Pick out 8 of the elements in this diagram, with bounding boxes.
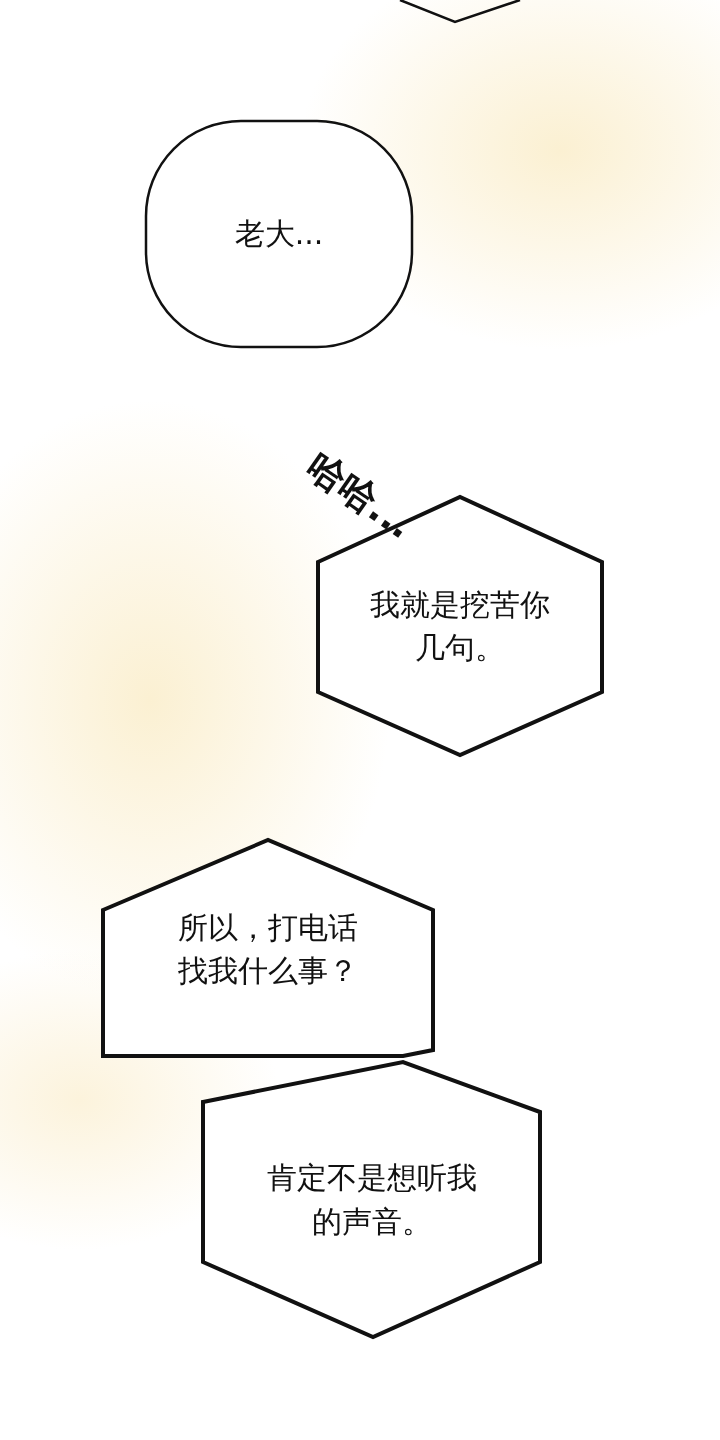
- dialogue-text: 老大...: [233, 215, 325, 254]
- speech-bubble: [103, 840, 433, 1058]
- speech-bubble: [400, 0, 520, 26]
- sound-effect-text: 哈哈...: [297, 441, 423, 550]
- speech-bubble: [203, 1062, 540, 1337]
- dialogue-text: 所以，打电话找我什么事？: [177, 908, 359, 990]
- dialogue-text: 肯定不是想听我的声音。: [265, 1159, 478, 1241]
- dialogue-text: 我就是挖苦你几句。: [369, 585, 551, 667]
